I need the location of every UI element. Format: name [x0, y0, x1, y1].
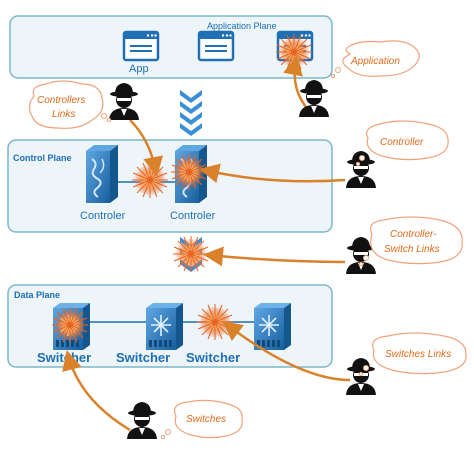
switch-icon	[253, 302, 292, 351]
attack-arrow	[199, 163, 346, 184]
hacker-icon	[109, 83, 139, 120]
chevron-arrows-icon	[180, 90, 202, 136]
svg-text:Switches: Switches	[186, 414, 226, 425]
controller-server-icon	[85, 144, 119, 204]
svg-text:Links: Links	[52, 109, 75, 120]
svg-text:Application: Application	[350, 56, 400, 67]
attack-burst-icon	[131, 161, 169, 199]
attack-burst-icon	[196, 303, 234, 341]
switch-3-label: Switcher	[186, 350, 240, 365]
control-plane-label: Control Plane	[13, 153, 72, 163]
svg-text:Controller-: Controller-	[390, 229, 437, 240]
hacker-icon	[346, 358, 376, 395]
callout-controller: Controller	[355, 120, 449, 167]
svg-text:Switch Links: Switch Links	[384, 244, 440, 255]
svg-text:Switches Links: Switches Links	[385, 349, 451, 360]
attack-arrow	[203, 246, 346, 267]
svg-text:Controller: Controller	[380, 137, 424, 148]
data-plane-label: Data Plane	[14, 290, 60, 300]
callout-controllers-links: Controllers Links	[28, 80, 112, 129]
callout-switches: Switches	[160, 399, 243, 440]
attack-burst-icon	[51, 306, 89, 344]
switch-2-label: Switcher	[116, 350, 170, 365]
hacker-icon	[299, 80, 329, 117]
attack-arrow	[129, 119, 164, 177]
application-plane-label: Application Plane	[207, 21, 277, 31]
svg-text:Controllers: Controllers	[37, 95, 85, 106]
callout-switches-links: Switches Links	[358, 332, 467, 377]
attack-burst-icon	[170, 153, 208, 191]
attack-burst-icon	[172, 235, 210, 273]
app-label: App	[129, 63, 149, 75]
switch-1-label: Switcher	[37, 350, 91, 365]
controller-2-label: Controler	[170, 210, 216, 222]
hacker-icon	[127, 402, 157, 439]
application-plane	[9, 15, 333, 79]
callout-application: Application	[330, 40, 420, 79]
app-window-icon	[122, 30, 160, 62]
attack-arrow	[62, 350, 131, 432]
switch-icon	[145, 302, 184, 351]
callout-controller-switch-links: Controller- Switch Links	[358, 216, 463, 267]
attack-arrow	[222, 320, 351, 382]
app-window-icon	[197, 30, 235, 62]
controller-1-label: Controler	[80, 210, 126, 222]
